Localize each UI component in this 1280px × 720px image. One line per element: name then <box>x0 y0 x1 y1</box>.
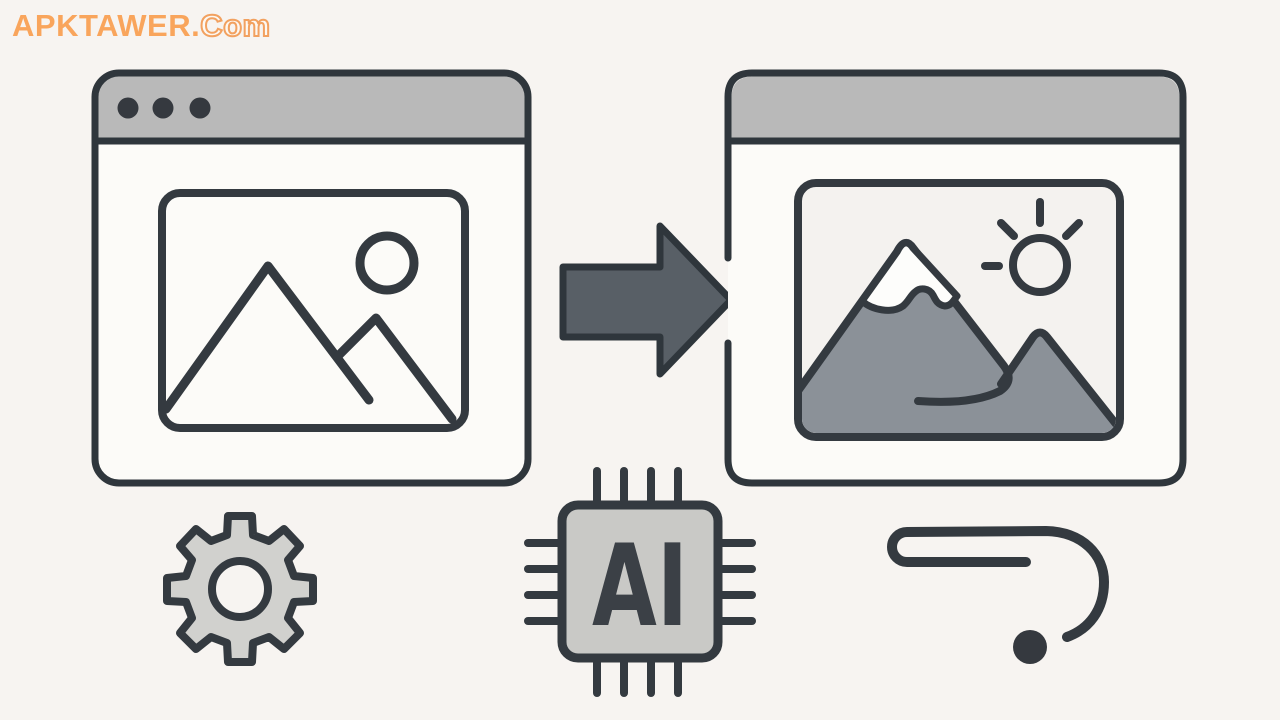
chip-label: AI <box>592 520 688 652</box>
chip-body <box>557 500 723 663</box>
window-traffic-dots-icon <box>117 97 211 119</box>
snow-cap <box>858 239 961 314</box>
window-titlebar <box>731 76 1180 141</box>
swoosh-curve <box>887 525 1110 642</box>
sun-circle-outline <box>355 231 419 295</box>
chip-pins <box>524 467 756 697</box>
gear-icon <box>163 512 317 666</box>
transform-arrow-icon <box>559 222 735 378</box>
image-placeholder-icon <box>158 189 469 432</box>
enhanced-image-window <box>724 69 1187 487</box>
window-titlebar <box>98 76 525 141</box>
watermark-brand: APKTAWER. <box>12 8 201 43</box>
watermark: APKTAWER.Com <box>12 7 271 44</box>
swoosh-dot <box>1013 630 1047 664</box>
watermark-suffix: Com <box>199 7 271 44</box>
mountain-scene-icon <box>794 179 1124 441</box>
second-hill-outline <box>997 328 1116 428</box>
gear-hole <box>208 557 272 621</box>
window-border <box>724 69 1187 487</box>
small-peak-outline <box>332 313 457 424</box>
processing-swoosh-icon <box>887 525 1110 664</box>
original-image-window <box>91 69 532 487</box>
ai-chip-icon: AI <box>524 467 756 697</box>
sun-icon <box>981 198 1083 296</box>
window-border <box>91 69 532 487</box>
